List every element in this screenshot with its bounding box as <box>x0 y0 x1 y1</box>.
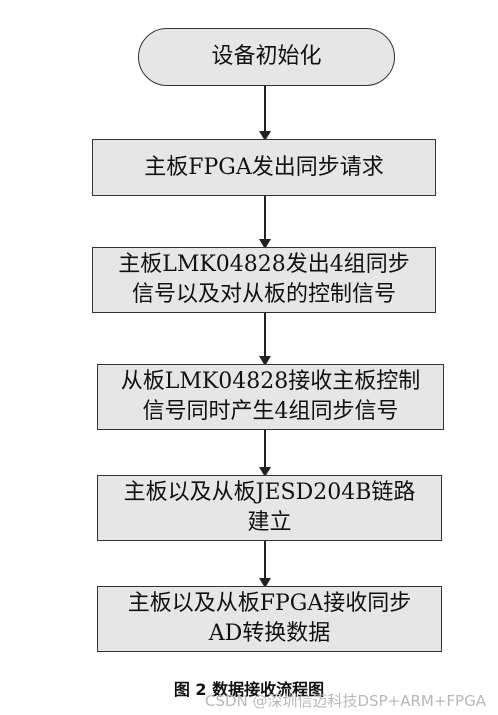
flow-arrow-2 <box>259 196 271 249</box>
flow-step-label-line-1: 主板以及从板FPGA接收同步 <box>127 591 412 616</box>
flow-step-fpga-receive: 主板以及从板FPGA接收同步 AD转换数据 <box>97 586 442 652</box>
flow-arrow-5 <box>259 541 271 588</box>
flow-step-label-line-1: 从板LMK04828接收主板控制 <box>120 369 421 394</box>
flow-arrow-4 <box>259 430 271 477</box>
flow-step-jesd-link: 主板以及从板JESD204B链路 建立 <box>97 475 442 541</box>
flow-start-node: 设备初始化 <box>138 28 395 86</box>
flow-step-master-lmk: 主板LMK04828发出4组同步 信号以及对从板的控制信号 <box>92 247 436 313</box>
watermark: CSDN @深圳信迈科技DSP+ARM+FPGA <box>205 692 486 710</box>
flow-step-label: 主板FPGA发出同步请求 <box>144 154 384 180</box>
flow-step-label-line-2: AD转换数据 <box>208 621 331 646</box>
flow-step-label-line-2: 建立 <box>247 510 292 535</box>
figure-caption: 图 2 数据接收流程图 <box>173 680 325 699</box>
flow-step-label-line-2: 信号同时产生4组同步信号 <box>142 399 399 424</box>
flow-start-label: 设备初始化 <box>211 44 322 69</box>
flow-arrow-1 <box>259 86 271 141</box>
flow-step-label-line-1: 主板以及从板JESD204B链路 <box>123 480 416 505</box>
flow-step-sync-request: 主板FPGA发出同步请求 <box>92 139 436 196</box>
flow-arrow-3 <box>259 313 271 366</box>
flow-step-label-line-2: 信号以及对从板的控制信号 <box>131 282 396 307</box>
flow-step-label-line-1: 主板LMK04828发出4组同步 <box>118 252 410 277</box>
flow-step-slave-lmk: 从板LMK04828接收主板控制 信号同时产生4组同步信号 <box>97 364 444 430</box>
